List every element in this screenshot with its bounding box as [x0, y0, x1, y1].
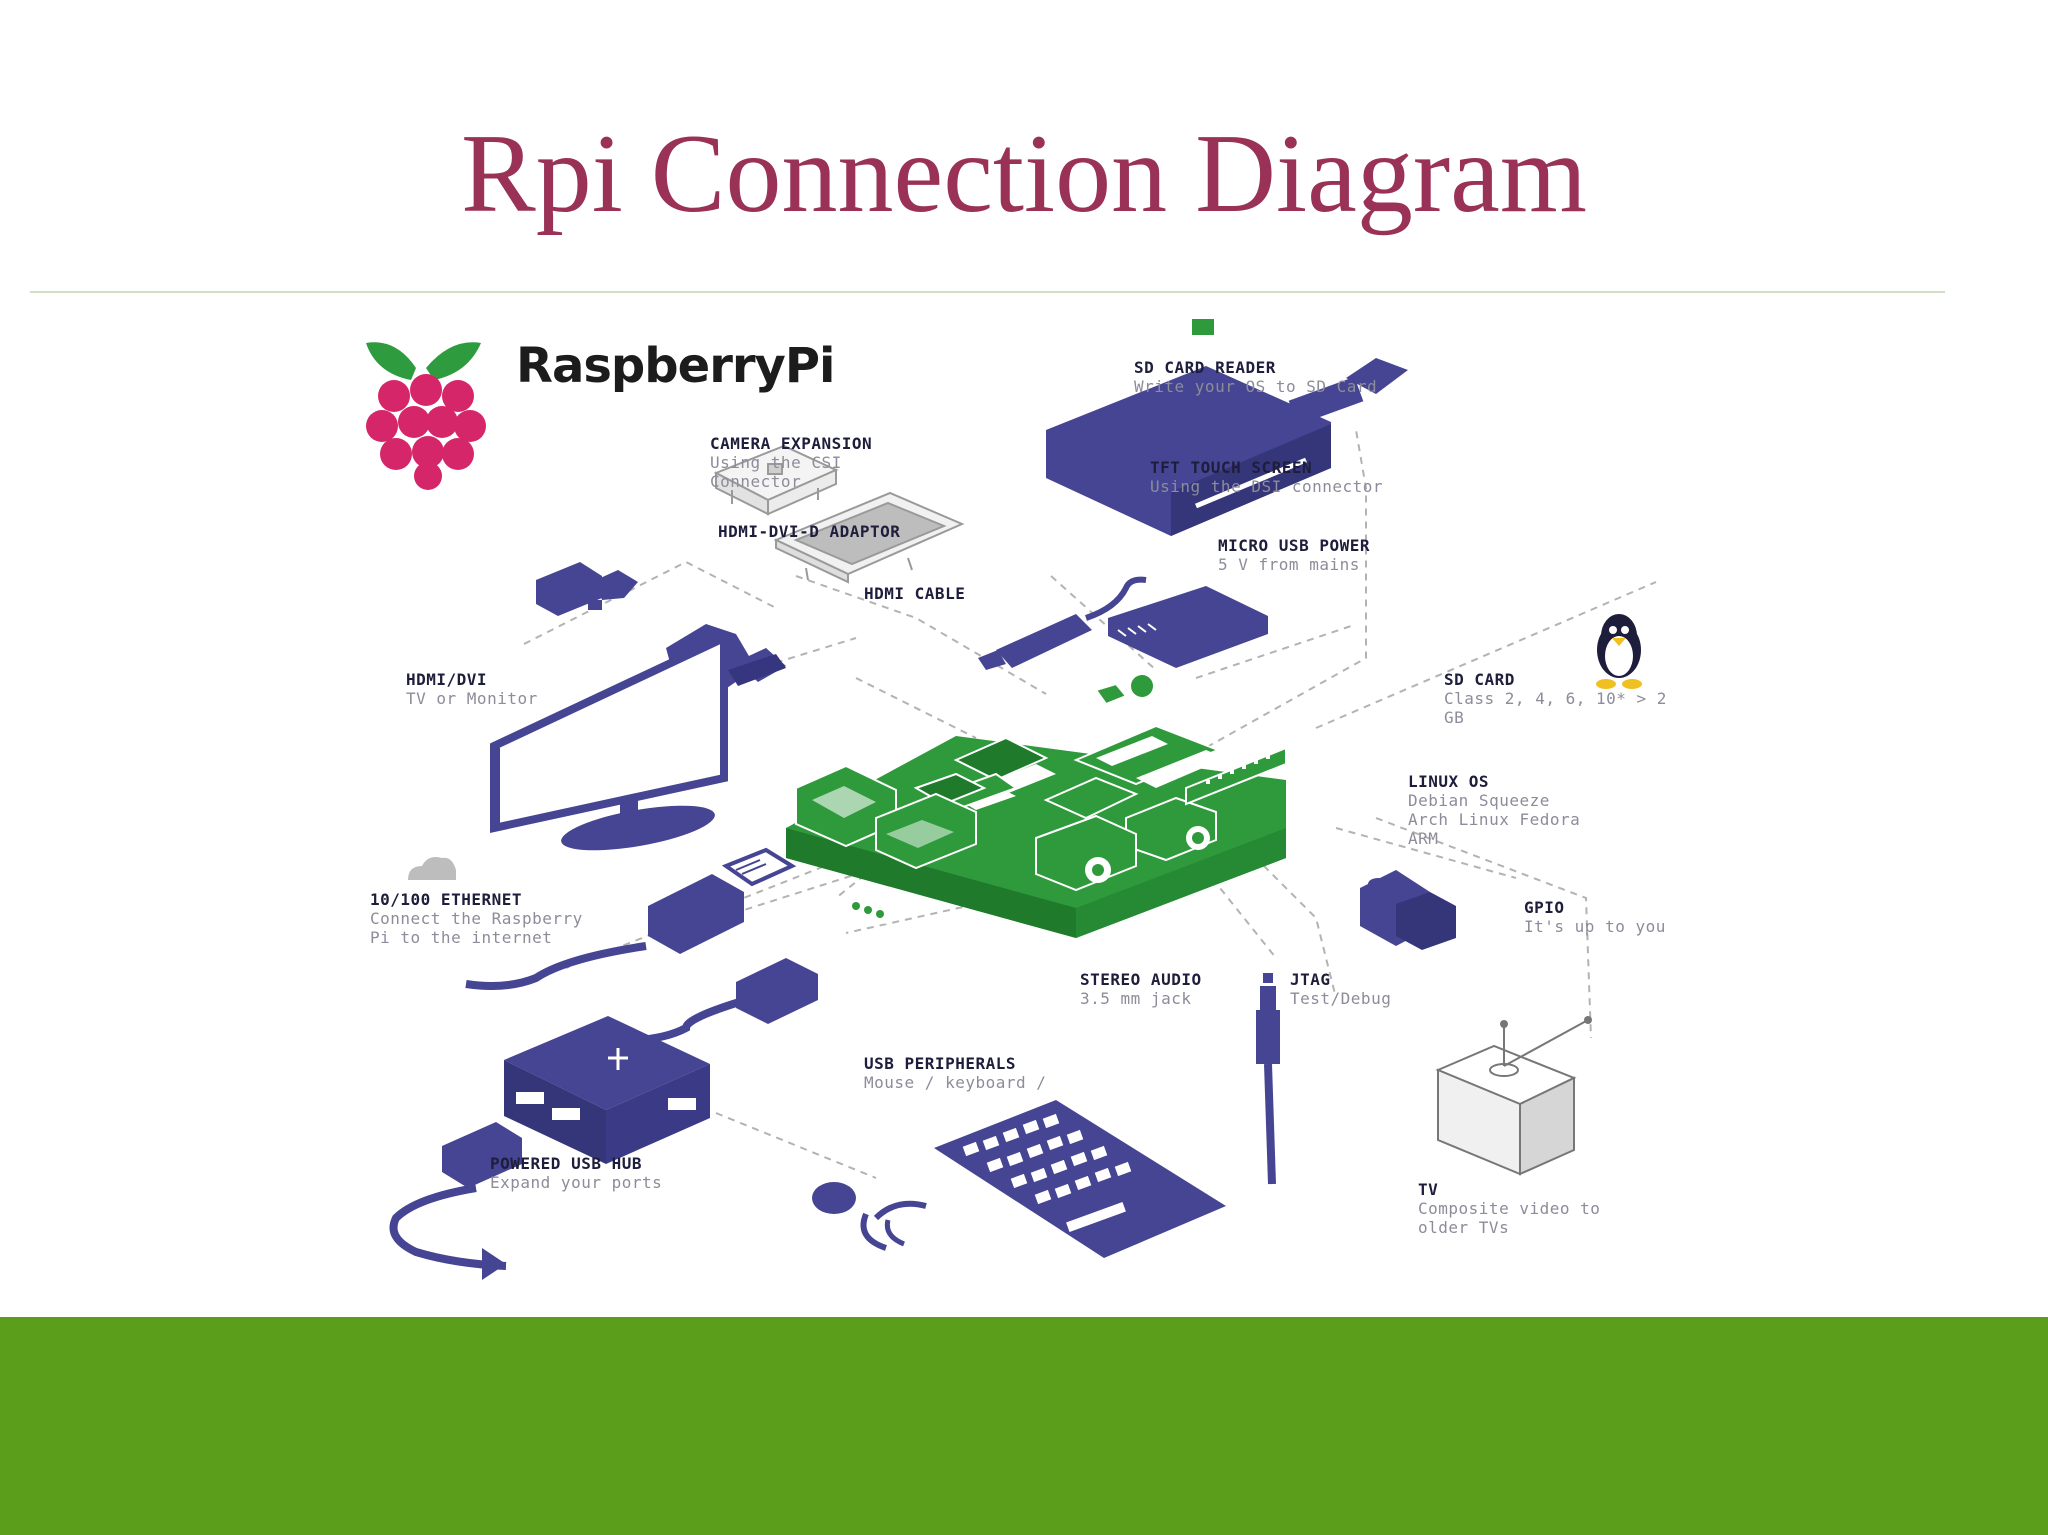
- connection-diagram: RaspberryPi SD CARD READER Write your OS…: [356, 318, 1708, 1286]
- label-stereo-audio: STEREO AUDIO 3.5 mm jack: [1080, 970, 1202, 1008]
- brand-wordmark: RaspberryPi: [516, 338, 835, 394]
- footer-band: [0, 1317, 2048, 1535]
- mouse-device: [812, 1182, 927, 1251]
- raspberry-logo-icon: [366, 342, 486, 490]
- micro-usb-power-device: [978, 576, 1147, 670]
- label-ethernet: 10/100 ETHERNET Connect the Raspberry Pi…: [370, 890, 583, 947]
- ethernet-cable-device: [408, 847, 797, 990]
- label-powered-usb-hub: POWERED USB HUB Expand your ports: [490, 1154, 663, 1192]
- label-hdmi-cable: HDMI CABLE: [864, 584, 966, 603]
- label-usb-peripherals: USB PERIPHERALS Mouse / keyboard /: [864, 1054, 1047, 1092]
- audio-jack-device: [1256, 973, 1280, 1185]
- label-sd-card: SD CARD Class 2, 4, 6, 10* > 2 GB: [1444, 670, 1667, 727]
- tux-penguin-icon: [1596, 614, 1642, 689]
- label-micro-usb-power: MICRO USB POWER 5 V from mains: [1218, 536, 1370, 574]
- raspberry-pi-board: [786, 318, 1287, 938]
- sd-card-device: [1108, 586, 1268, 668]
- slide-title: Rpi Connection Diagram: [460, 112, 1587, 236]
- connector-lines: [523, 429, 1657, 1179]
- powered-usb-hub-device: [389, 958, 818, 1280]
- label-gpio: GPIO It's up to you: [1524, 898, 1666, 936]
- tft-touch-screen-device: [773, 491, 965, 584]
- sd-card-reader-device: [1046, 358, 1408, 536]
- label-tv: TV Composite video to older TVs: [1418, 1180, 1601, 1237]
- label-hdmi-dvi-d-adaptor: HDMI-DVI-D ADAPTOR: [718, 522, 901, 541]
- diagram-artwork: [366, 318, 1657, 1280]
- hdmi-dvi-adaptor-device: [536, 562, 638, 616]
- monitor-device: [490, 631, 728, 851]
- label-jtag: JTAG Test/Debug: [1290, 970, 1392, 1008]
- label-camera-expansion: CAMERA EXPANSION Using the CSI Connector: [710, 434, 873, 491]
- label-tft-touch-screen: TFT TOUCH SCREEN Using the DSI connector: [1150, 458, 1384, 496]
- label-hdmi-dvi: HDMI/DVI TV or Monitor: [406, 670, 538, 708]
- title-divider: [30, 291, 1945, 293]
- gpio-connector-device: [1360, 870, 1456, 950]
- label-linux-os: LINUX OS Debian Squeeze Arch Linux Fedor…: [1408, 772, 1581, 848]
- label-sd-card-reader: SD CARD READER Write your OS to SD Card: [1134, 358, 1378, 396]
- keyboard-device: [934, 1100, 1226, 1258]
- tv-device: [1435, 1016, 1592, 1176]
- camera-module-device: [713, 444, 839, 516]
